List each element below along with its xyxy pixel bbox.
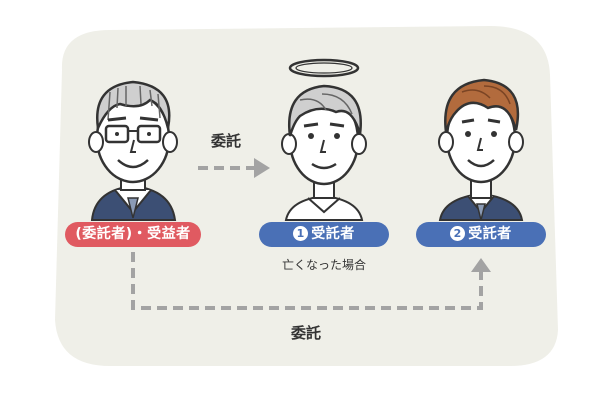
background-panel xyxy=(55,26,558,366)
settlor-badge-label: (委託者)・受益者 xyxy=(75,226,191,242)
trustee-2-label: 受託者 xyxy=(468,226,512,242)
bottom-arrow-line xyxy=(131,252,483,310)
young-man-brown-hair-icon xyxy=(438,78,524,221)
elderly-man-with-glasses-icon xyxy=(88,80,178,221)
number-2-icon: 2 xyxy=(450,226,466,241)
deceased-man-with-halo-icon xyxy=(281,58,367,221)
top-arrow-label: 委託 xyxy=(210,132,241,150)
trustee-1-label: 受託者 xyxy=(311,226,355,242)
settlor-beneficiary-badge: (委託者)・受益者 xyxy=(65,222,201,247)
number-1-icon: 1 xyxy=(293,226,309,241)
bottom-arrowhead xyxy=(471,258,491,272)
deceased-note: 亡くなった場合 xyxy=(281,258,366,272)
top-arrowhead xyxy=(254,158,270,178)
bottom-arrow-label: 委託 xyxy=(290,324,321,342)
